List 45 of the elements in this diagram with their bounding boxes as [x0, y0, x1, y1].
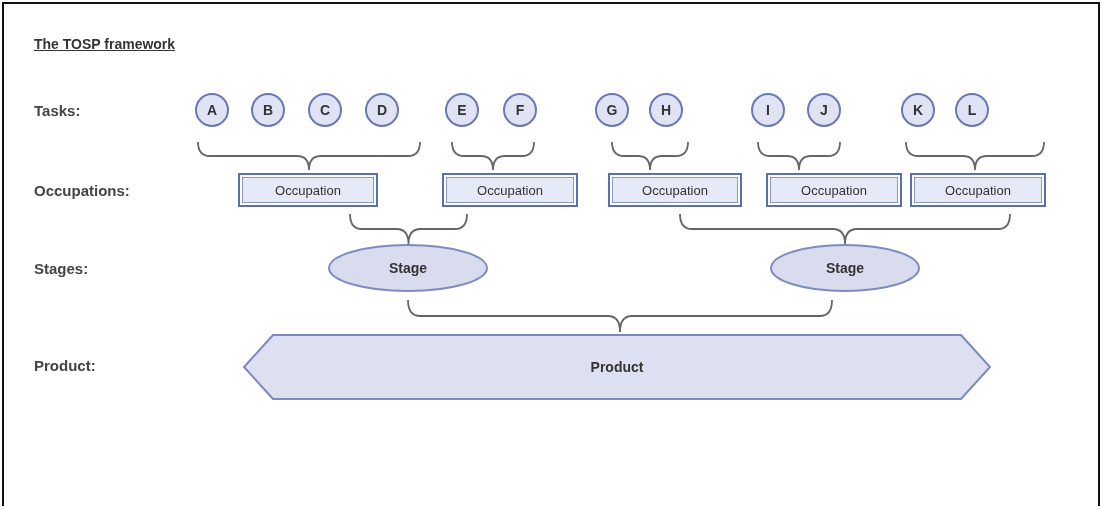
- row-label: Tasks:: [34, 101, 81, 119]
- node-label: K: [912, 102, 924, 118]
- task-circle: [595, 93, 629, 127]
- node-label: J: [820, 102, 828, 118]
- occupation-box: [608, 173, 742, 207]
- node-label: H: [660, 102, 672, 118]
- task-circle: [195, 93, 229, 127]
- task-circle: [308, 93, 342, 127]
- task-circle: [807, 93, 841, 127]
- node-label: Product: [590, 359, 644, 375]
- task-circle: [503, 93, 537, 127]
- row-label: Occupations:: [34, 181, 130, 199]
- node-label: Occupation: [945, 182, 1011, 198]
- node-label: D: [376, 102, 388, 118]
- task-circle: [251, 93, 285, 127]
- node-label: B: [262, 102, 274, 118]
- diagram-title: The TOSP framework: [34, 36, 176, 52]
- occupation-box: [766, 173, 902, 207]
- row-label: Product:: [34, 356, 96, 374]
- task-circle: [901, 93, 935, 127]
- node-label: Stage: [388, 260, 428, 276]
- node-label: F: [515, 102, 525, 118]
- occupation-box: [910, 173, 1046, 207]
- row-label: Stages:: [34, 259, 89, 277]
- node-label: E: [457, 102, 467, 118]
- task-circle: [955, 93, 989, 127]
- task-circle: [649, 93, 683, 127]
- node-label: A: [206, 102, 218, 118]
- occupation-box: [442, 173, 578, 207]
- node-label: Occupation: [642, 182, 708, 198]
- node-label: Occupation: [477, 182, 543, 198]
- node-label: L: [967, 102, 977, 118]
- stage-ellipse: [770, 244, 920, 292]
- node-label: Stage: [825, 260, 865, 276]
- node-label: G: [606, 102, 618, 118]
- node-label: Occupation: [801, 182, 867, 198]
- stage-ellipse: [328, 244, 488, 292]
- product-arrow-shape: [243, 334, 991, 400]
- node-label: C: [319, 102, 331, 118]
- task-circle: [365, 93, 399, 127]
- task-circle: [445, 93, 479, 127]
- node-label: Occupation: [275, 182, 341, 198]
- occupation-box: [238, 173, 378, 207]
- node-label: I: [766, 102, 770, 118]
- task-circle: [751, 93, 785, 127]
